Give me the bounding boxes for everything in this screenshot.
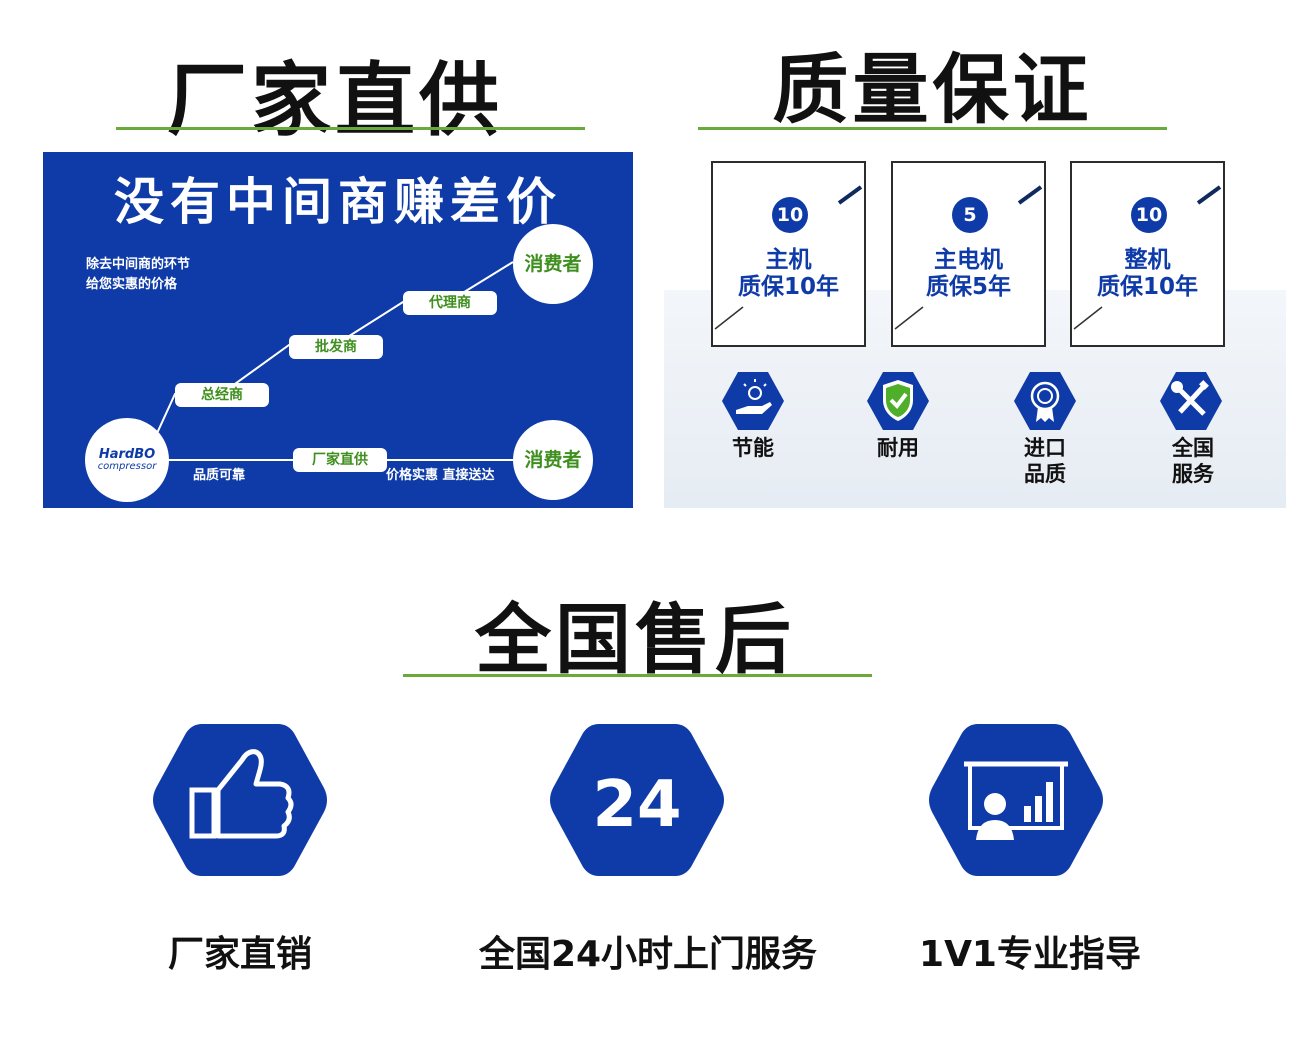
warranty-card-whole-machine: 10 整机 质保10年 — [1070, 161, 1225, 347]
warranty-badge: 10 — [1131, 197, 1167, 233]
warranty-card-line1: 主机 — [765, 247, 812, 273]
warranty-badge: 10 — [772, 197, 808, 233]
after-sales-title: 全国售后 — [475, 595, 795, 684]
quality-divider — [698, 127, 1167, 130]
hardbo-logo-circle: HardBO compressor — [85, 418, 169, 502]
warranty-card-line1: 整机 — [1124, 247, 1171, 273]
warranty-card-line2: 质保5年 — [925, 274, 1011, 300]
quality-title: 质量保证 — [772, 45, 1093, 134]
award-ribbon-icon — [1014, 372, 1076, 430]
warranty-badge: 5 — [952, 197, 988, 233]
feature-imported-quality-line2: 品质 — [1024, 462, 1066, 486]
card-corner-marks — [894, 185, 1043, 330]
lightbulb-hand-icon — [722, 372, 784, 430]
warranty-card-line2: 质保10年 — [1096, 274, 1198, 300]
warranty-card-line2: 质保10年 — [737, 274, 839, 300]
hardbo-logo-subtitle: compressor — [97, 461, 157, 472]
service-factory-direct-sales: 厂家直销 — [167, 934, 312, 975]
chain-note-line2: 给您实惠的价格 — [86, 277, 178, 292]
factory-supply-divider — [116, 127, 585, 130]
consumer-circle-bottom: 消费者 — [513, 420, 593, 500]
hours-24-icon: 24 — [550, 724, 724, 876]
feature-energy-saving: 节能 — [732, 436, 774, 460]
consumer-circle-top: 消费者 — [513, 224, 593, 304]
supply-chain-panel: 没有中间商赚差价 除去中间商的环节 给您实惠的价格 总经商 批发商 代理商 厂家… — [43, 152, 633, 508]
feature-nationwide-service-line1: 全国 — [1172, 436, 1214, 460]
service-24h-onsite: 全国24小时上门服务 — [478, 934, 818, 975]
caption-fair-price-direct: 价格实惠 直接送达 — [386, 468, 495, 483]
warranty-card-line1: 主电机 — [934, 247, 1003, 273]
presentation-icon — [929, 724, 1103, 876]
shield-check-icon — [867, 372, 929, 430]
chain-node-wholesaler: 批发商 — [289, 335, 383, 359]
feature-nationwide-service-line2: 服务 — [1172, 462, 1214, 486]
chain-node-general-dealer: 总经商 — [175, 383, 269, 407]
chain-node-factory-direct: 厂家直供 — [293, 448, 387, 472]
chain-panel-title: 没有中间商赚差价 — [114, 173, 562, 231]
hardbo-logo: HardBO — [98, 447, 156, 462]
chain-node-agent: 代理商 — [403, 291, 497, 315]
factory-supply-title: 厂家直供 — [167, 54, 503, 147]
thumbs-up-icon — [153, 724, 327, 876]
warranty-card-motor: 5 主电机 质保5年 — [891, 161, 1046, 347]
chain-note-line1: 除去中间商的环节 — [86, 257, 191, 272]
card-corner-marks — [1073, 185, 1222, 330]
caption-reliable-quality: 品质可靠 — [193, 468, 246, 483]
service-1v1-guidance: 1V1专业指导 — [919, 934, 1141, 975]
warranty-card-host: 10 主机 质保10年 — [711, 161, 866, 347]
hours-24-text: 24 — [592, 768, 681, 842]
feature-durable: 耐用 — [877, 436, 919, 460]
feature-imported-quality-line1: 进口 — [1024, 436, 1066, 460]
after-sales-divider — [403, 674, 872, 677]
tools-wrench-icon — [1160, 372, 1222, 430]
card-corner-marks — [714, 185, 863, 330]
